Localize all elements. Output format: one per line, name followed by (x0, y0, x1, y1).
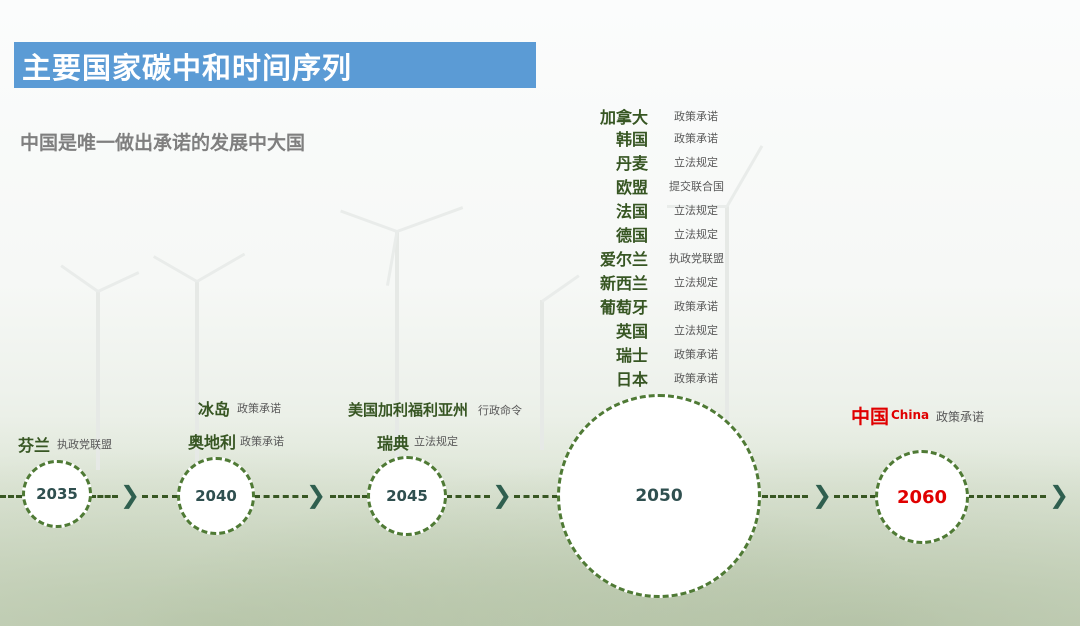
timeline-axis (968, 495, 1046, 498)
commitment-type: 政策承诺 (674, 372, 718, 385)
page-subtitle: 中国是唯一做出承诺的发展中大国 (20, 132, 306, 154)
country-name: 冰岛 (198, 400, 231, 419)
timeline-axis (254, 495, 308, 498)
country-name: 瑞典 (377, 434, 410, 453)
country-name: 美国加利福利亚州 (348, 401, 469, 419)
title-bar (14, 42, 536, 88)
country-name: 芬兰 (18, 436, 51, 455)
country-name: 新西兰 (599, 274, 648, 293)
country-name: 韩国 (615, 130, 648, 149)
list-item: 日本 政策承诺 (580, 366, 750, 390)
year-circle-2045: 2045 (367, 456, 447, 536)
commitment-type: 政策承诺 (674, 348, 718, 361)
timeline-axis (142, 495, 178, 498)
chevron-right-icon: ❯ (305, 481, 327, 509)
year-label: 2045 (386, 487, 428, 505)
year-label: 2040 (195, 487, 237, 505)
list-item: 法国 立法规定 (580, 198, 750, 222)
country-name-china: 中国 (851, 406, 890, 428)
commitment-type: 立法规定 (674, 204, 718, 217)
timeline-axis (762, 495, 808, 498)
commitment-type: 政策承诺 (674, 110, 718, 123)
chevron-right-icon: ❯ (491, 481, 513, 509)
country-name: 英国 (615, 322, 648, 341)
commitment-type: 立法规定 (674, 324, 718, 337)
commitment-type: 政策承诺 (674, 300, 718, 313)
year-circle-2050: 2050 (557, 394, 761, 598)
country-name: 葡萄牙 (599, 298, 648, 317)
country-name: 日本 (615, 370, 648, 389)
country-name: 瑞士 (615, 346, 648, 365)
country-name: 法国 (615, 202, 648, 221)
list-item: 丹麦 立法规定 (580, 150, 750, 174)
country-name: 奥地利 (188, 433, 237, 452)
page-title: 主要国家碳中和时间序列 (22, 51, 353, 85)
timeline-axis (446, 495, 490, 498)
year-circle-2060: 2060 (875, 450, 969, 544)
timeline-axis (90, 495, 118, 498)
country-name: 德国 (615, 226, 648, 245)
commitment-type: 政策承诺 (237, 402, 281, 415)
commitment-type: 立法规定 (674, 156, 718, 169)
chevron-right-icon: ❯ (119, 481, 141, 509)
country-name: 爱尔兰 (599, 250, 648, 269)
list-item: 欧盟 提交联合国 (580, 174, 750, 198)
commitment-type: 执政党联盟 (669, 252, 724, 265)
list-item: 韩国 政策承诺 (580, 126, 750, 150)
chevron-right-icon: ❯ (1048, 481, 1070, 509)
commitment-type: 执政党联盟 (57, 438, 112, 451)
timeline-axis (834, 495, 876, 498)
country-name: 欧盟 (615, 178, 648, 197)
timeline-axis (514, 495, 558, 498)
list-item: 德国 立法规定 (580, 222, 750, 246)
list-item: 葡萄牙 政策承诺 (580, 294, 750, 318)
commitment-type: 提交联合国 (669, 180, 724, 193)
list-item: 加拿大 政策承诺 (580, 104, 750, 128)
year-label: 2050 (635, 486, 683, 506)
list-item: 英国 立法规定 (580, 318, 750, 342)
chevron-right-icon: ❯ (811, 481, 833, 509)
commitment-type: 政策承诺 (936, 410, 985, 424)
timeline-axis (0, 495, 22, 498)
country-name: 加拿大 (599, 108, 648, 127)
country-name-english: China (891, 408, 930, 422)
list-item: 爱尔兰 执政党联盟 (580, 246, 750, 270)
country-name: 丹麦 (615, 154, 648, 173)
commitment-type: 立法规定 (674, 276, 718, 289)
year-circle-2040: 2040 (177, 457, 255, 535)
commitment-type: 政策承诺 (240, 435, 284, 448)
timeline-axis (330, 495, 368, 498)
year-label: 2035 (36, 485, 78, 503)
list-item: 新西兰 立法规定 (580, 270, 750, 294)
year-circle-2035: 2035 (22, 460, 92, 528)
commitment-type: 行政命令 (478, 404, 522, 417)
commitment-type: 立法规定 (674, 228, 718, 241)
commitment-type: 立法规定 (414, 435, 458, 448)
commitment-type: 政策承诺 (674, 132, 718, 145)
year-label: 2060 (896, 486, 948, 508)
list-item: 瑞士 政策承诺 (580, 342, 750, 366)
